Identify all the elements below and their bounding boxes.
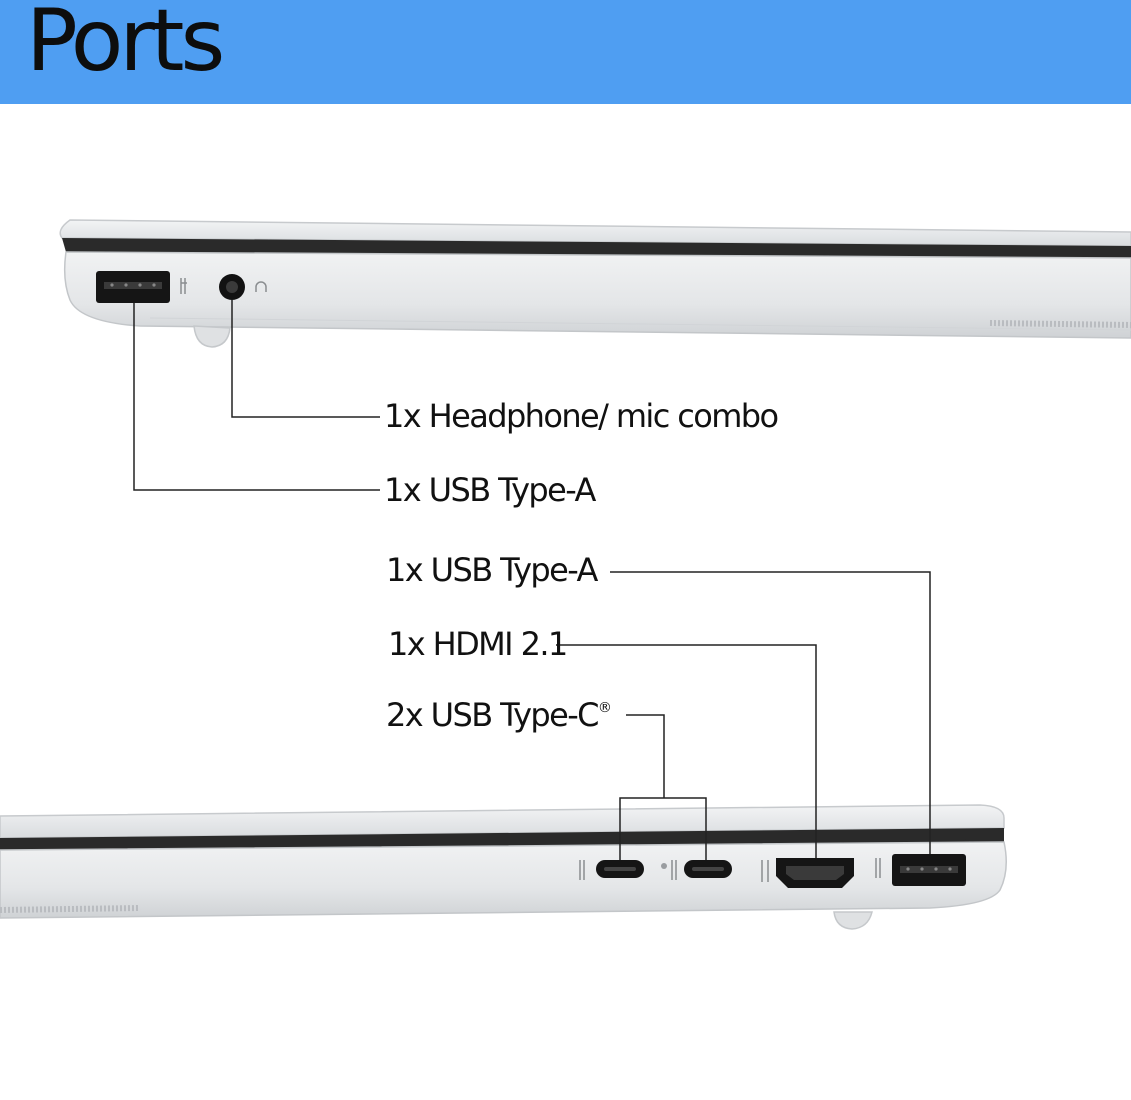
hdmi-port-icon — [776, 858, 854, 888]
usb-c-port-icon — [596, 860, 644, 878]
charging-led-icon — [661, 863, 667, 869]
usb-a-port-icon — [892, 854, 966, 886]
usb-c-port-icon — [684, 860, 732, 878]
usb-ss-logo-icon — [180, 278, 187, 294]
callout-lines-right — [556, 571, 931, 860]
usb-a-port-icon — [96, 271, 170, 303]
hdmi-logo-icon — [761, 860, 769, 882]
header-banner: Ports — [0, 0, 1131, 104]
callout-lines-left — [133, 300, 380, 491]
laptop-left-side — [59, 219, 1131, 348]
port-label-hdmi: 1x HDMI 2.1 — [388, 625, 568, 663]
usb-ss-logo-icon — [579, 858, 881, 880]
headphone-symbol-icon — [255, 281, 267, 292]
registered-mark: ® — [597, 700, 612, 716]
port-label-usb-a-right: 1x USB Type-A — [386, 551, 598, 589]
page-title: Ports — [26, 0, 225, 91]
port-label-headphone: 1x Headphone/ mic combo — [384, 397, 779, 435]
headphone-jack-icon — [219, 274, 245, 300]
port-label-usb-a-left: 1x USB Type-A — [384, 471, 596, 509]
laptop-right-side — [0, 804, 1007, 930]
port-label-usb-c: 2x USB Type-C® — [386, 696, 612, 734]
